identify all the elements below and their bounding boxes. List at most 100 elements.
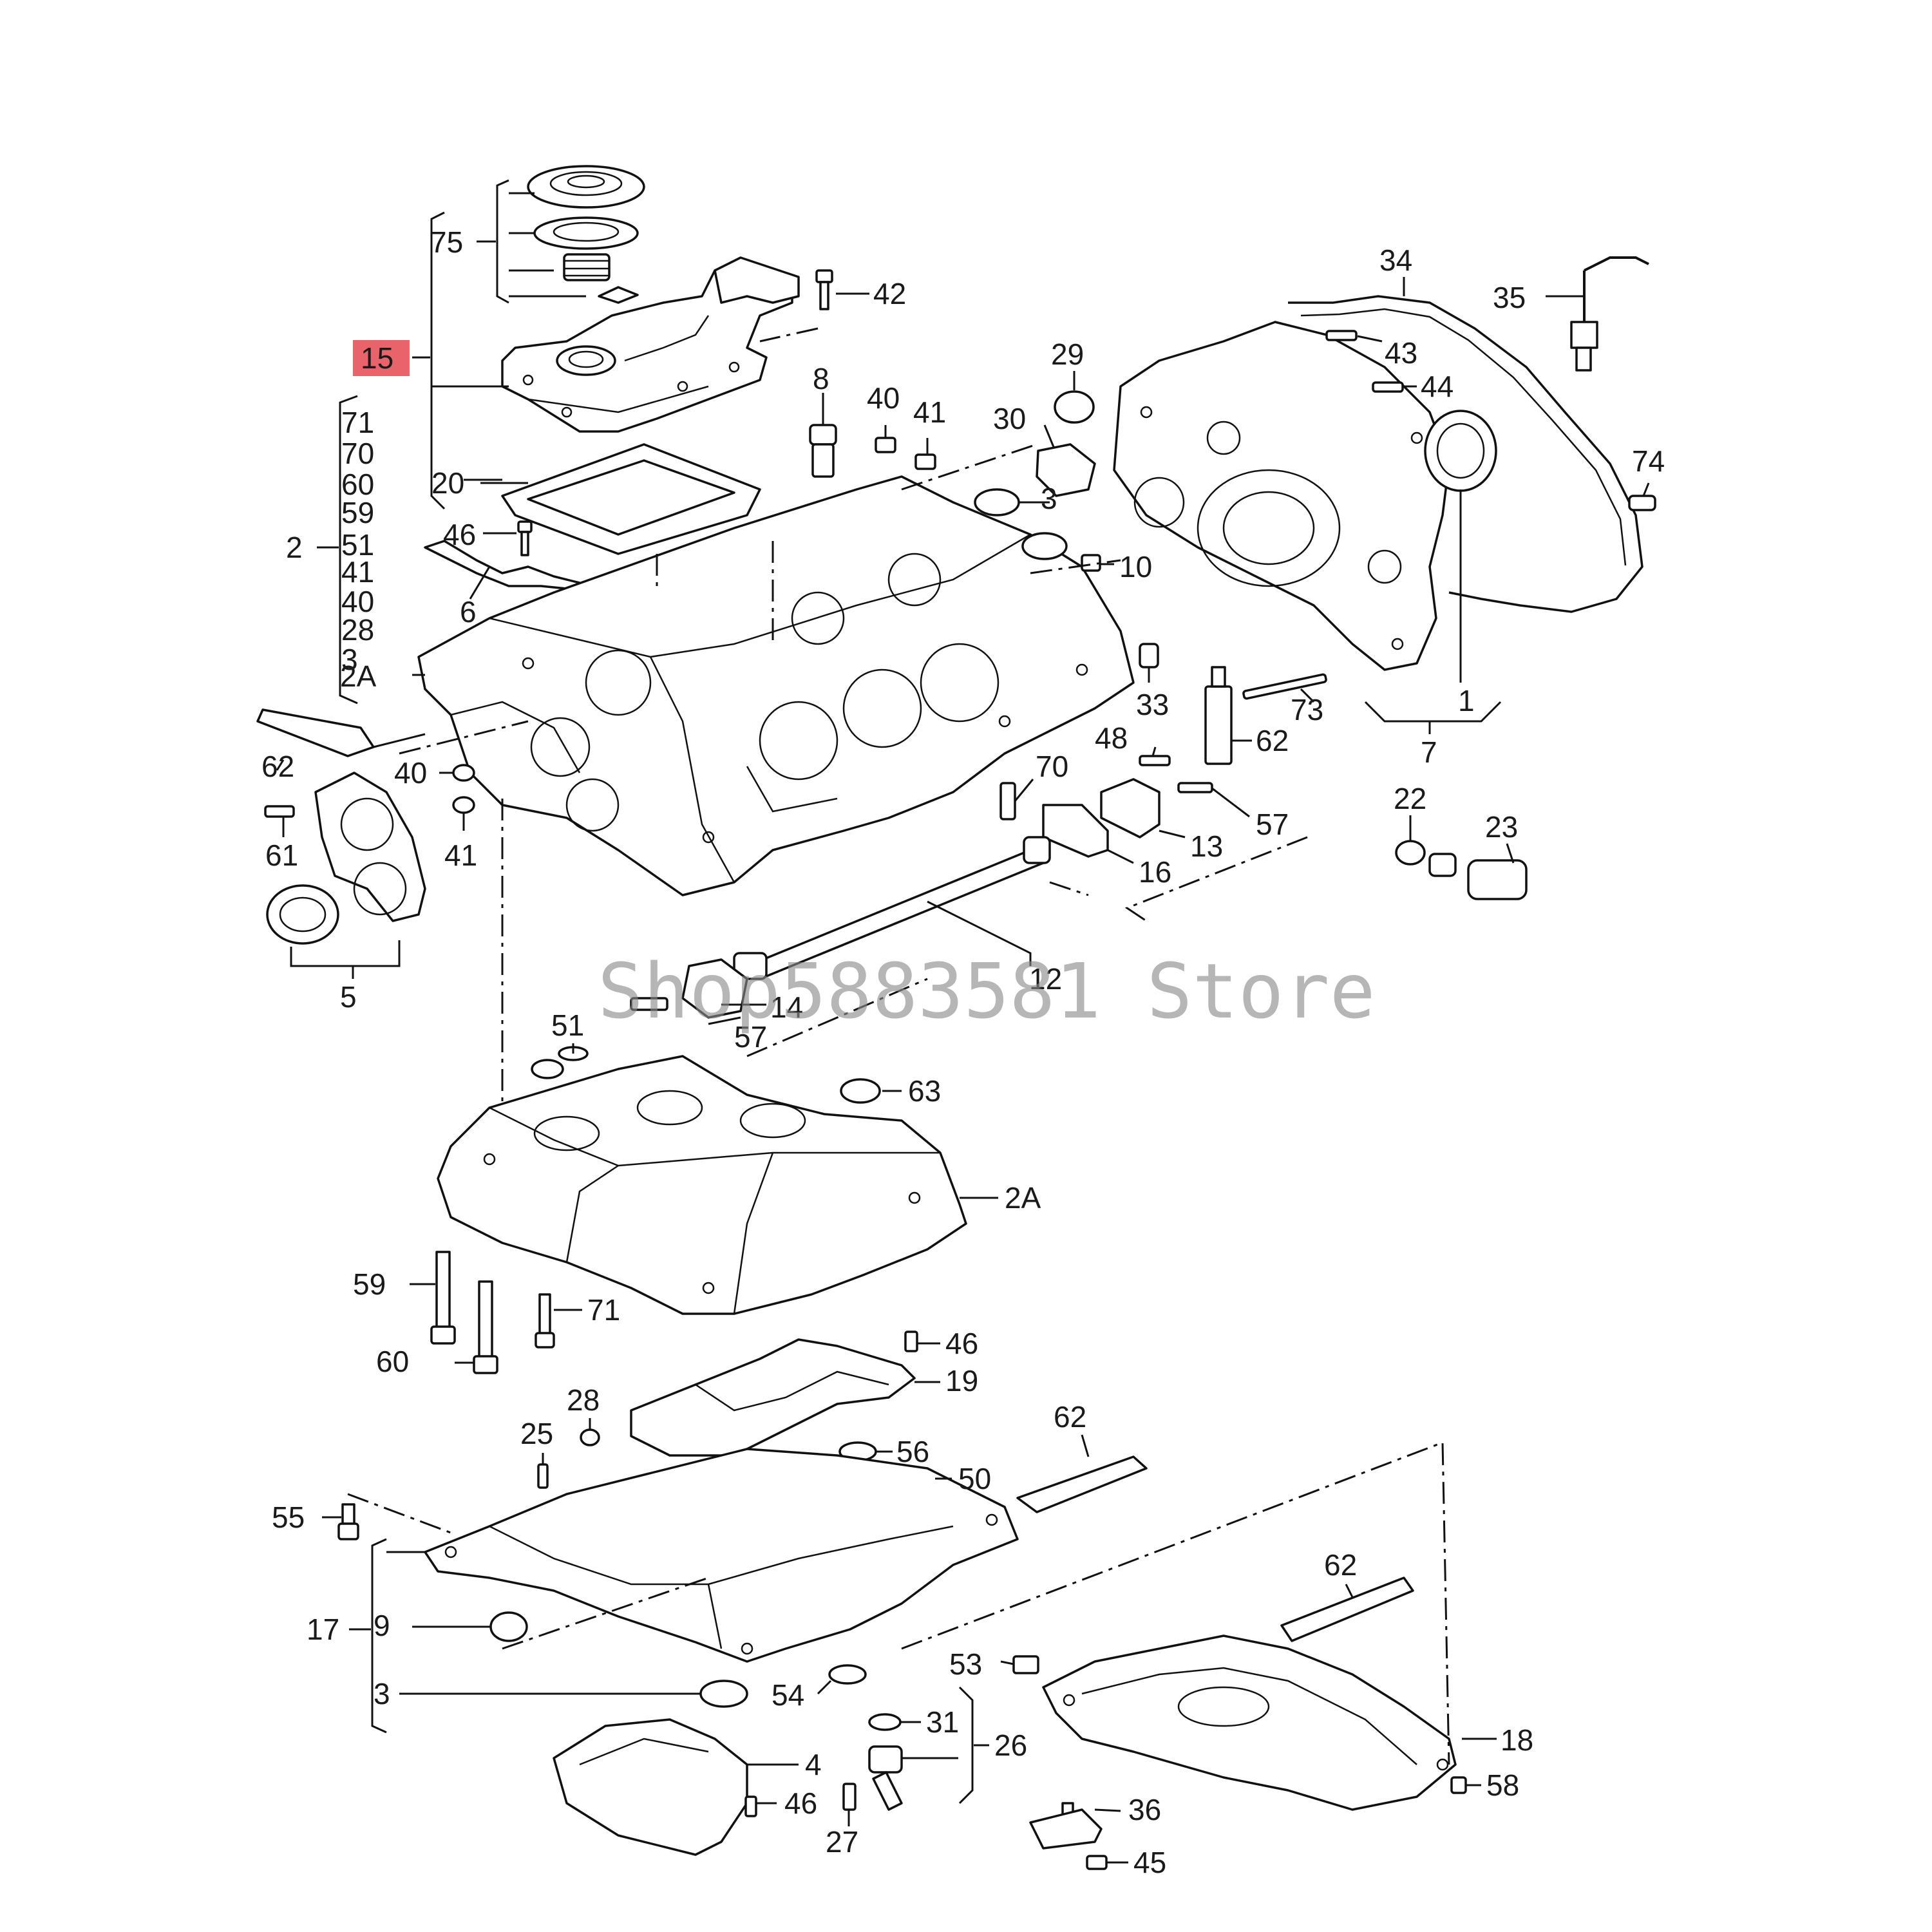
callout-73[interactable]: 73 [1291, 693, 1323, 726]
callout-13[interactable]: 13 [1190, 829, 1223, 863]
callout-46[interactable]: 46 [784, 1786, 817, 1820]
callout-20[interactable]: 20 [431, 466, 464, 500]
callout-63[interactable]: 63 [908, 1074, 941, 1108]
leader-lines [276, 179, 1650, 1864]
callout-36[interactable]: 36 [1128, 1793, 1161, 1826]
callout-59[interactable]: 59 [353, 1267, 386, 1301]
callout-22[interactable]: 22 [1394, 782, 1426, 815]
callout-16[interactable]: 16 [1139, 855, 1171, 889]
callout-30[interactable]: 30 [993, 402, 1026, 435]
callout-7[interactable]: 7 [1421, 735, 1437, 769]
callout-3[interactable]: 3 [341, 643, 358, 676]
part-60-bolt [473, 1280, 498, 1374]
callout-28[interactable]: 28 [341, 613, 374, 647]
callout-58[interactable]: 58 [1486, 1768, 1519, 1802]
callout-23[interactable]: 23 [1485, 810, 1518, 844]
callout-70[interactable]: 70 [1036, 750, 1068, 783]
callout-41[interactable]: 41 [341, 555, 374, 589]
callout-46[interactable]: 46 [443, 518, 476, 551]
callout-57[interactable]: 57 [734, 1020, 767, 1054]
callout-45[interactable]: 45 [1133, 1846, 1166, 1879]
callout-57[interactable]: 57 [1256, 808, 1289, 841]
callout-51[interactable]: 51 [551, 1009, 584, 1042]
callout-62[interactable]: 62 [1054, 1400, 1086, 1434]
callout-2A[interactable]: 2A [1005, 1181, 1041, 1215]
callout-1[interactable]: 1 [1458, 684, 1475, 717]
callout-51[interactable]: 51 [341, 528, 374, 562]
callout-6[interactable]: 6 [460, 595, 477, 629]
part-34-gasket-inner [1300, 308, 1627, 566]
part-34-gasket [1288, 295, 1643, 613]
callout-75[interactable]: 75 [430, 225, 463, 259]
callout-62[interactable]: 62 [261, 750, 294, 783]
callout-33[interactable]: 33 [1136, 688, 1169, 721]
callout-4[interactable]: 4 [805, 1748, 822, 1781]
callout-61[interactable]: 61 [265, 838, 298, 872]
callout-60[interactable]: 60 [341, 468, 374, 501]
part-23-plug [1428, 853, 1528, 900]
callout-70[interactable]: 70 [341, 437, 374, 470]
part-19-baffle [630, 1338, 916, 1457]
callout-18[interactable]: 18 [1501, 1723, 1533, 1757]
callout-62[interactable]: 62 [1324, 1548, 1357, 1582]
part-18-oil-pan-lower [1042, 1634, 1457, 1811]
callout-56[interactable]: 56 [896, 1435, 929, 1468]
part-58-bolt [1450, 1776, 1467, 1794]
callout-5[interactable]: 5 [340, 980, 357, 1014]
callout-40[interactable]: 40 [341, 585, 374, 618]
callout-2A[interactable]: 2A [340, 659, 377, 693]
callout-53[interactable]: 53 [949, 1647, 982, 1681]
callout-2[interactable]: 2 [286, 531, 303, 564]
part-5-timing-cover [266, 772, 426, 945]
callout-35[interactable]: 35 [1493, 281, 1526, 314]
part-22-ring [1395, 840, 1426, 866]
part-9-plug [489, 1611, 528, 1642]
callout-62[interactable]: 62 [1256, 724, 1289, 757]
part-70-bolt [999, 782, 1016, 820]
part-25-pin [537, 1463, 549, 1489]
part-1-seal [1424, 410, 1497, 492]
callout-15[interactable]: 15 [361, 341, 393, 375]
callout-43[interactable]: 43 [1385, 336, 1417, 370]
callout-9[interactable]: 9 [374, 1609, 390, 1642]
callout-40[interactable]: 40 [394, 756, 427, 790]
callout-60[interactable]: 60 [376, 1345, 409, 1378]
callout-28[interactable]: 28 [567, 1383, 600, 1417]
callout-74[interactable]: 74 [1632, 444, 1665, 478]
callout-41[interactable]: 41 [444, 838, 477, 872]
callout-27[interactable]: 27 [826, 1825, 858, 1859]
callout-71[interactable]: 71 [341, 406, 374, 439]
callout-41[interactable]: 41 [913, 395, 946, 429]
callout-10[interactable]: 10 [1119, 550, 1152, 583]
callout-54[interactable]: 54 [772, 1678, 804, 1712]
callout-26[interactable]: 26 [994, 1728, 1027, 1762]
callout-44[interactable]: 44 [1421, 370, 1454, 403]
callout-59[interactable]: 59 [341, 496, 374, 529]
callout-19[interactable]: 19 [945, 1364, 978, 1397]
part-3-bearing-lower [1021, 532, 1068, 560]
callout-31[interactable]: 31 [926, 1705, 959, 1739]
callout-34[interactable]: 34 [1379, 243, 1412, 277]
callout-12[interactable]: 12 [1029, 962, 1062, 996]
part-35-sensor [1570, 256, 1649, 372]
callout-40[interactable]: 40 [867, 381, 900, 415]
part-33-bush [1139, 643, 1159, 668]
callout-25[interactable]: 25 [520, 1417, 553, 1450]
part-42-bolt [815, 269, 833, 310]
callout-14[interactable]: 14 [770, 990, 803, 1024]
parts-drawing [256, 165, 1656, 1870]
part-3-bush-lower [699, 1680, 748, 1708]
callout-46[interactable]: 46 [945, 1327, 978, 1360]
callout-42[interactable]: 42 [873, 277, 906, 310]
callout-48[interactable]: 48 [1095, 721, 1128, 755]
callout-29[interactable]: 29 [1051, 337, 1084, 371]
callout-8[interactable]: 8 [813, 362, 829, 395]
callout-3[interactable]: 3 [1041, 482, 1057, 515]
callout-50[interactable]: 50 [958, 1462, 991, 1495]
callout-3[interactable]: 3 [374, 1677, 390, 1710]
part-73-stud [1242, 673, 1327, 700]
callout-55[interactable]: 55 [272, 1501, 305, 1534]
part-2A-bedplate [437, 1055, 967, 1315]
callout-71[interactable]: 71 [587, 1293, 620, 1327]
callout-17[interactable]: 17 [307, 1613, 339, 1646]
